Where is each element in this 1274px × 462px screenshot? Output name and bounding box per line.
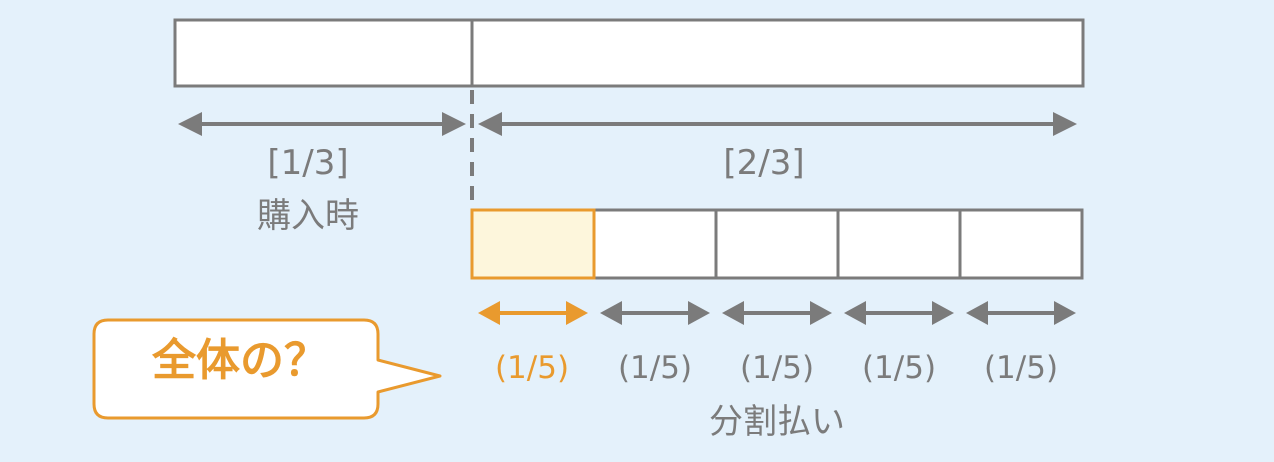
installment-label-4: (1/5): [861, 350, 937, 386]
installment-segment-1: [470, 208, 596, 280]
installment-label-5: (1/5): [983, 350, 1059, 386]
installment-caption: 分割払い: [709, 402, 845, 442]
top-bar: [173, 18, 1085, 88]
installment-segment-5: [958, 208, 1084, 280]
installment-arrow-4: [844, 301, 954, 325]
installment-segment-2: [592, 208, 718, 280]
installment-label-1: (1/5): [494, 350, 570, 386]
installment-arrow-3: [722, 301, 832, 325]
right-fraction-label: [2/3]: [723, 143, 805, 183]
installment-arrow-2: [600, 301, 710, 325]
span-arrow-left: [178, 112, 466, 136]
installment-label-3: (1/5): [739, 350, 815, 386]
installment-arrow-1: [478, 301, 588, 325]
span-arrow-right: [478, 112, 1077, 136]
installment-segment-3: [714, 208, 840, 280]
installment-arrow-5: [966, 301, 1076, 325]
installment-label-2: (1/5): [617, 350, 693, 386]
callout-text: 全体の？: [152, 335, 328, 386]
installment-segment-4: [836, 208, 962, 280]
callout-bubble: [92, 318, 442, 420]
purchase-time-label: 購入時: [257, 196, 359, 236]
left-fraction-label: [1/3]: [267, 143, 349, 183]
